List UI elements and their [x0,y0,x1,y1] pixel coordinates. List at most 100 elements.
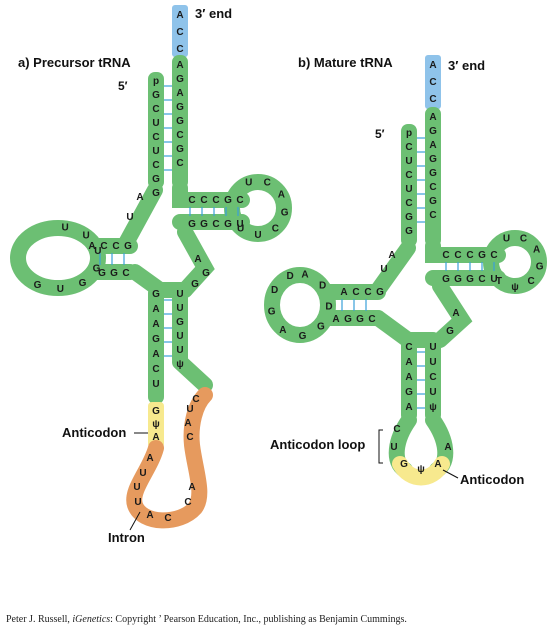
nucleotide: U [126,212,133,223]
nucleotide: A [279,325,286,336]
nucleotide: A [152,319,159,330]
nucleotide: C [212,195,219,206]
precursor-intron [126,387,213,529]
nucleotide: U [83,230,90,241]
nucleotide: C [176,44,183,55]
nucleotide: C [352,287,359,298]
precursor-intron-pointer [129,511,141,531]
mature-variable-loop [432,278,473,348]
mature-anticodon-pointer [442,469,459,479]
nucleotide: C [164,513,171,524]
nucleotide: U [245,178,252,189]
nucleotide: G [79,278,87,289]
nucleotide: G [317,321,325,332]
nucleotide: A [405,372,412,383]
nucleotide: G [202,268,210,279]
nucleotide: C [429,372,436,383]
nucleotide: U [390,442,397,453]
nucleotide: U [186,404,193,415]
mature-anticodon-bonds [417,351,425,409]
precursor-t-bonds [189,207,239,216]
precursor-anticodon-label: Anticodon [62,425,126,440]
precursor-d-loop [10,220,106,296]
nucleotide: G [344,314,352,325]
mature-t-loop [483,230,547,294]
nucleotide: G [152,334,160,345]
nucleotide: G [429,154,437,165]
nucleotide: G [152,188,160,199]
mature-acceptor-bonds [417,137,425,223]
nucleotide: C [405,198,412,209]
nucleotide: U [152,146,159,157]
nucleotide: C [186,432,193,443]
nucleotide: G [152,90,160,101]
nucleotide: G [124,241,132,252]
nucleotide: T [496,276,502,287]
nucleotide: C [520,234,527,245]
mature-five-prime-label: 5′ [375,127,385,141]
precursor-variable-loop [177,224,215,298]
nucleotide: G [110,268,118,279]
nucleotide: A [176,88,183,99]
precursor-five-prime-label: 5′ [118,79,128,93]
nucleotide: A [176,60,183,71]
nucleotide: G [152,174,160,185]
nucleotide: C [478,274,485,285]
mature-anticodon-stem-right [425,338,441,422]
mature-t-arm [425,238,506,286]
nucleotide: C [122,268,129,279]
precursor-d-arm-connector [117,182,163,253]
nucleotide: A [405,357,412,368]
nucleotide: C [454,250,461,261]
precursor-anticodon-bonds [164,299,172,357]
nucleotide: U [429,342,436,353]
nucleotide: C [429,94,436,105]
nucleotide: G [478,250,486,261]
nucleotide: G [34,280,42,291]
nucleotide: G [176,144,184,155]
nucleotide: G [446,326,454,337]
nucleotide: A [429,112,436,123]
nucleotide: G [152,289,160,300]
precursor-anticodon-stem-right [172,286,188,366]
precursor-acceptor-3-strand [172,55,188,189]
mature-anticodon-highlight [392,456,450,486]
nucleotide: A [152,304,159,315]
mature-t-bonds [445,262,495,271]
nucleotide: C [393,424,400,435]
nucleotide: G [442,274,450,285]
nucleotide: G [200,219,208,230]
mature-d-arm-connector [370,240,416,298]
nucleotide: G [188,219,196,230]
mature-title: b) Mature tRNA [298,55,393,70]
nucleotide: C [176,158,183,169]
credit-prefix: Peter J. Russell, [6,614,73,625]
nucleotide: A [405,402,412,413]
nucleotide: A [452,308,459,319]
nucleotide: ψ [429,402,437,413]
precursor-acceptor-end [172,5,188,57]
mature-acceptor-3-strand [425,107,441,247]
nucleotide: A [444,442,451,453]
nucleotide: C [236,195,243,206]
mature-anticodon-stem-left [401,338,417,422]
nucleotide: ψ [176,359,184,370]
nucleotide: U [176,303,183,314]
nucleotide: C [466,250,473,261]
nucleotide: U [176,289,183,300]
nucleotide: U [429,357,436,368]
nucleotide: C [490,250,497,261]
nucleotide: D [319,281,326,292]
nucleotide: G [466,274,474,285]
nucleotide: A [194,254,201,265]
nucleotide: A [184,418,191,429]
nucleotide: C [212,219,219,230]
nucleotide: A [88,241,95,252]
nucleotide: A [146,510,153,521]
precursor-acceptor-bonds [164,85,172,171]
mature-acceptor-5-strand [401,124,417,247]
nucleotide: C [152,160,159,171]
nucleotide: G [281,208,289,219]
precursor-acceptor-5-strand [148,72,164,189]
nucleotide: A [340,287,347,298]
